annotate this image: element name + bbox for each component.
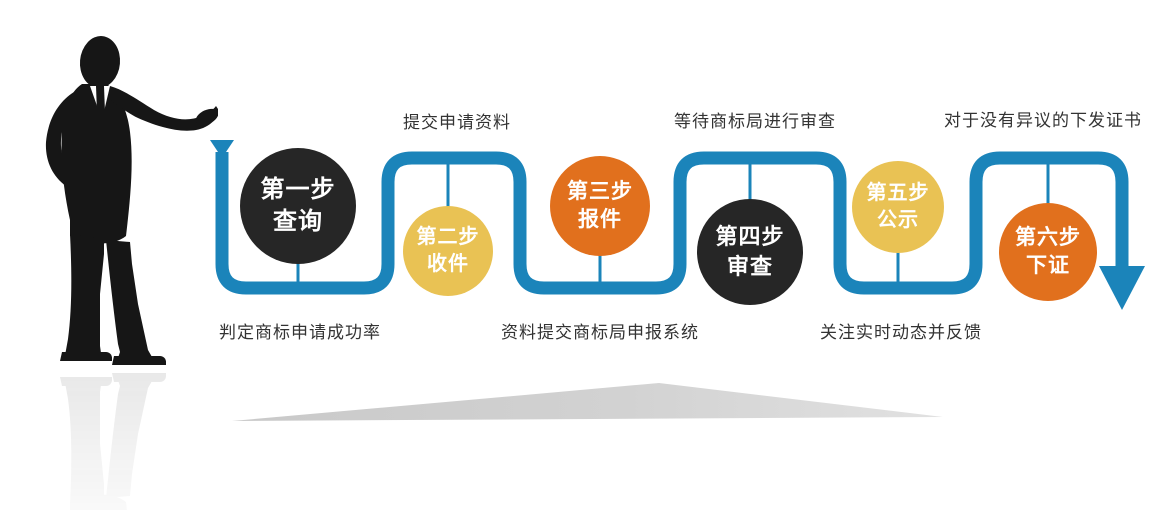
step-5-circle: 第五步 公示 — [852, 161, 944, 253]
step-4-annotation: 等待商标局进行审查 — [674, 112, 836, 131]
step-6-subtitle: 下证 — [1026, 254, 1070, 277]
step-3-title: 第三步 — [567, 179, 633, 203]
step-1-title: 第一步 — [260, 175, 336, 203]
step-2-circle: 第二步 收件 — [403, 206, 493, 296]
step-2-title: 第二步 — [416, 226, 480, 248]
step-1-circle: 第一步 查询 — [240, 148, 356, 264]
step-5-title: 第五步 — [866, 182, 930, 204]
step-1-annotation: 判定商标申请成功率 — [219, 323, 381, 342]
step-4-circle: 第四步 审查 — [697, 199, 803, 305]
step-4-title: 第四步 — [715, 224, 785, 250]
step-6-title: 第六步 — [1015, 225, 1081, 249]
step-2-subtitle: 收件 — [427, 253, 469, 275]
businessman-silhouette — [26, 34, 220, 368]
step-5-subtitle: 公示 — [877, 209, 919, 231]
floor-shadow — [232, 383, 943, 421]
step-4-subtitle: 审查 — [726, 254, 773, 279]
businessman-reflection — [26, 370, 221, 510]
step-3-subtitle: 报件 — [578, 208, 622, 231]
flow-start-arrow-icon — [210, 140, 234, 158]
businessman-reflection-svg — [45, 373, 221, 510]
step-2-annotation: 提交申请资料 — [403, 113, 511, 132]
step-3-circle: 第三步 报件 — [550, 156, 650, 256]
step-5-annotation: 关注实时动态并反馈 — [820, 323, 982, 342]
flow-snake-path — [215, 151, 1129, 295]
step-3-annotation: 资料提交商标局申报系统 — [501, 323, 699, 342]
step-1-subtitle: 查询 — [273, 208, 323, 235]
flow-end-arrow-icon — [1099, 266, 1145, 310]
step-6-annotation: 对于没有异议的下发证书 — [944, 111, 1142, 130]
businessman-silhouette-svg — [45, 36, 220, 365]
step-6-circle: 第六步 下证 — [999, 203, 1097, 301]
